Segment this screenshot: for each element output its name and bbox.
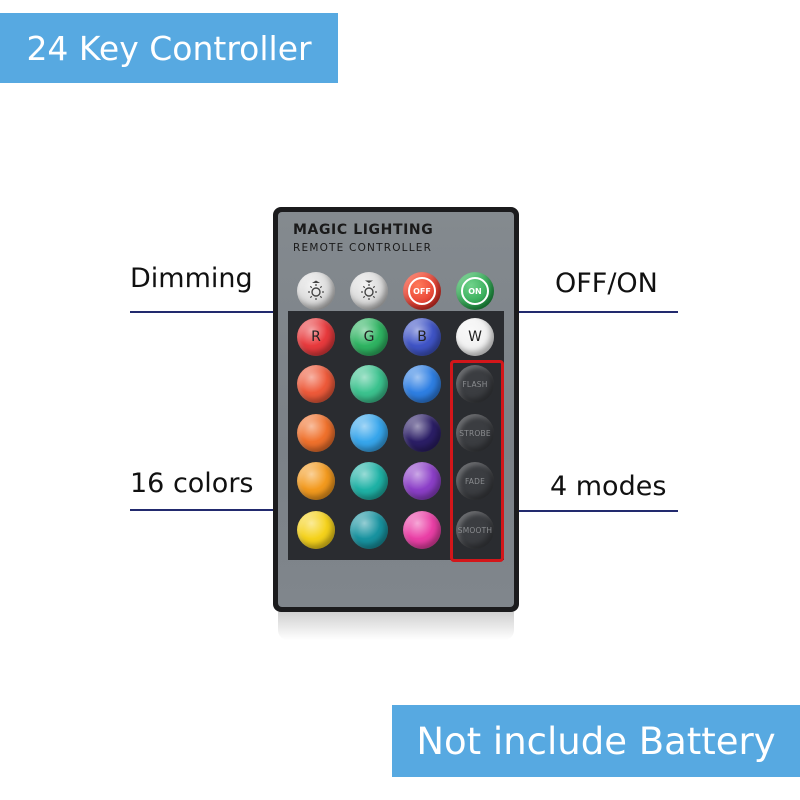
dimming-leader-line [130, 311, 290, 313]
strobe-key[interactable]: STROBE [456, 414, 494, 452]
fade-key[interactable]: FADE [456, 462, 494, 500]
colors-leader-line [130, 509, 292, 511]
top-banner: 24 Key Controller [0, 13, 338, 83]
modes-leader-line [506, 510, 678, 512]
red-key-label: R [311, 329, 321, 345]
remote-reflection [278, 612, 514, 640]
remote-brand-title: MAGIC LIGHTING [293, 222, 434, 238]
bottom-banner-text: Not include Battery [416, 719, 776, 763]
color-key-3[interactable] [403, 365, 441, 403]
colors-label: 16 colors [130, 468, 254, 499]
off-key-label: OFF [413, 286, 431, 296]
strobe-key-label: STROBE [459, 428, 491, 438]
fade-key-label: FADE [464, 476, 486, 486]
on-key[interactable]: ON [456, 272, 494, 310]
color-key-11[interactable] [350, 511, 388, 549]
white-key[interactable]: W [456, 318, 494, 356]
remote-brand-subtitle: REMOTE CONTROLLER [293, 242, 433, 254]
color-key-12[interactable] [403, 511, 441, 549]
power-icon: ON [461, 277, 489, 305]
sun-up-icon [308, 280, 324, 300]
white-key-label: W [468, 329, 482, 345]
on-key-label: ON [468, 286, 482, 296]
green-key-label: G [363, 329, 375, 345]
red-key[interactable]: R [297, 318, 335, 356]
color-key-8[interactable] [350, 462, 388, 500]
green-key[interactable]: G [350, 318, 388, 356]
blue-key-label: B [417, 329, 427, 345]
color-key-10[interactable] [297, 511, 335, 549]
color-key-2[interactable] [350, 365, 388, 403]
off-on-label: OFF/ON [555, 268, 658, 299]
power-icon: OFF [408, 277, 436, 305]
modes-highlight-box [450, 360, 504, 562]
off-on-leader-line [507, 311, 678, 313]
color-key-7[interactable] [297, 462, 335, 500]
flash-key-label: FLASH [462, 379, 488, 389]
modes-label: 4 modes [550, 471, 667, 502]
brightness-down-key[interactable] [350, 272, 388, 310]
color-key-6[interactable] [403, 414, 441, 452]
color-key-5[interactable] [350, 414, 388, 452]
smooth-key-label: SMOOTH [457, 525, 493, 535]
blue-key[interactable]: B [403, 318, 441, 356]
flash-key[interactable]: FLASH [456, 365, 494, 403]
dimming-label: Dimming [130, 263, 253, 294]
top-banner-text: 24 Key Controller [26, 28, 312, 68]
brightness-up-key[interactable] [297, 272, 335, 310]
bottom-banner: Not include Battery [392, 705, 800, 777]
color-key-4[interactable] [297, 414, 335, 452]
color-key-9[interactable] [403, 462, 441, 500]
smooth-key[interactable]: SMOOTH [456, 511, 494, 549]
off-key[interactable]: OFF [403, 272, 441, 310]
color-key-1[interactable] [297, 365, 335, 403]
sun-down-icon [361, 280, 377, 300]
